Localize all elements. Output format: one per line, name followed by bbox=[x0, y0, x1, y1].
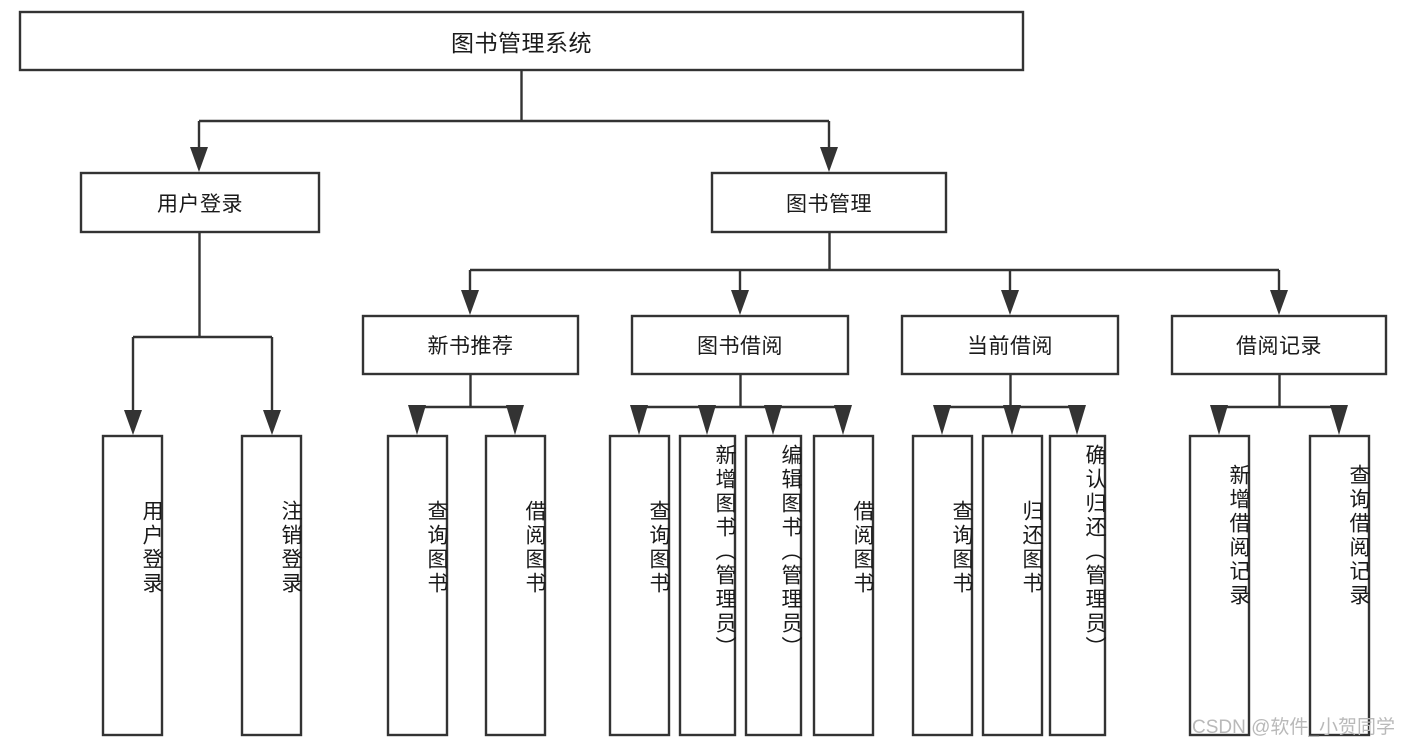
node-box-current-borrow[interactable] bbox=[900, 314, 1120, 376]
connector-bookborrow-to-leaves bbox=[630, 374, 852, 435]
arrow-head-leaf-current-confirm bbox=[1068, 405, 1086, 435]
arrow-head-borrow-record bbox=[1270, 290, 1288, 315]
connector-borrowrecord-to-leaves bbox=[1210, 374, 1348, 435]
connector-bookadmin-to-level2 bbox=[461, 232, 1288, 315]
arrow-head-leaf-borrow-add bbox=[698, 405, 716, 435]
leaf-box-current-query[interactable] bbox=[911, 434, 974, 737]
leaf-box-rec-query[interactable] bbox=[386, 434, 449, 737]
arrow-head-leaf-user-login bbox=[124, 410, 142, 435]
arrow-head-leaf-borrow-query bbox=[630, 405, 648, 435]
leaf-box-borrow-lend[interactable] bbox=[812, 434, 875, 737]
node-box-user-login[interactable] bbox=[79, 171, 321, 234]
arrow-head-leaf-rec-query bbox=[408, 405, 426, 435]
arrow-head-leaf-current-return bbox=[1003, 405, 1021, 435]
arrow-head-leaf-record-add bbox=[1210, 405, 1228, 435]
connector-currentborrow-to-leaves bbox=[933, 374, 1086, 435]
arrow-head-user-login bbox=[190, 147, 208, 172]
arrow-head-leaf-user-logout bbox=[263, 410, 281, 435]
leaf-box-current-return[interactable] bbox=[981, 434, 1044, 737]
leaf-box-borrow-edit[interactable] bbox=[744, 434, 803, 737]
leaf-box-current-confirm[interactable] bbox=[1048, 434, 1107, 737]
leaf-box-record-query[interactable] bbox=[1308, 434, 1371, 737]
leaf-box-rec-borrow[interactable] bbox=[484, 434, 547, 737]
node-box-root[interactable] bbox=[18, 10, 1025, 72]
node-box-book-admin[interactable] bbox=[710, 171, 948, 234]
leaf-box-user-login[interactable] bbox=[101, 434, 164, 737]
connector-userlogin-to-leaves bbox=[124, 232, 281, 435]
leaf-box-borrow-add[interactable] bbox=[678, 434, 737, 737]
node-boxes bbox=[18, 10, 1388, 737]
arrow-head-leaf-borrow-lend bbox=[834, 405, 852, 435]
arrow-head-new-book-rec bbox=[461, 290, 479, 315]
connector-root-to-level1 bbox=[190, 70, 838, 172]
arrow-head-leaf-record-query bbox=[1330, 405, 1348, 435]
node-box-book-borrow[interactable] bbox=[630, 314, 850, 376]
leaf-box-record-add[interactable] bbox=[1188, 434, 1251, 737]
arrow-head-leaf-borrow-edit bbox=[764, 405, 782, 435]
leaf-box-borrow-query[interactable] bbox=[608, 434, 671, 737]
arrow-head-book-admin bbox=[820, 147, 838, 172]
arrow-head-leaf-current-query bbox=[933, 405, 951, 435]
node-box-new-book-rec[interactable] bbox=[361, 314, 580, 376]
arrow-head-leaf-rec-borrow bbox=[506, 405, 524, 435]
connector-newbookrec-to-leaves bbox=[408, 374, 524, 435]
leaf-box-user-logout[interactable] bbox=[240, 434, 303, 737]
arrow-head-book-borrow bbox=[731, 290, 749, 315]
node-box-borrow-record[interactable] bbox=[1170, 314, 1388, 376]
arrow-head-current-borrow bbox=[1001, 290, 1019, 315]
